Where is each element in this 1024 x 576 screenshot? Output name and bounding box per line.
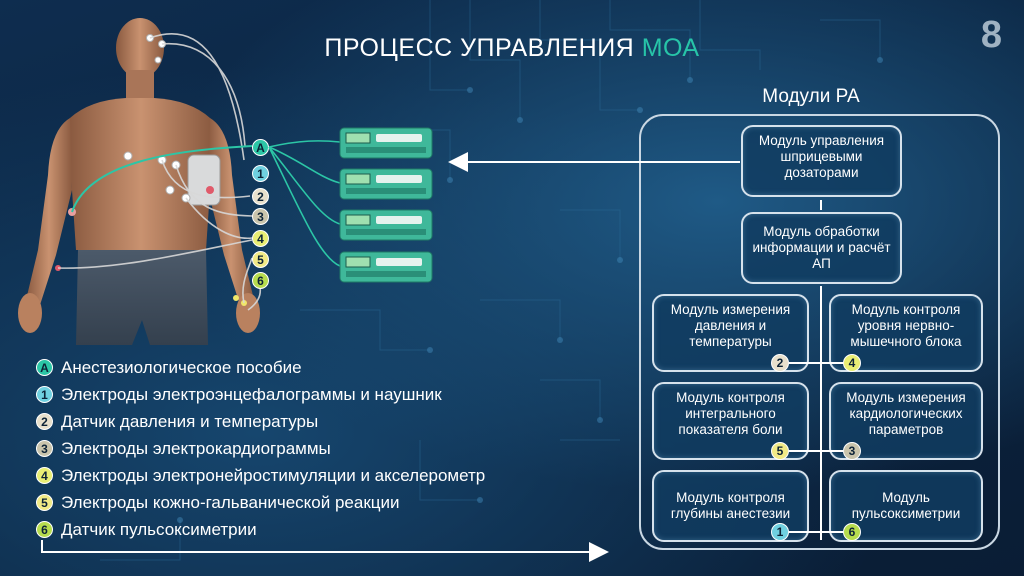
module-badge-1: 1 — [771, 523, 789, 541]
module-cardiology: Модуль измерения кардиологических параме… — [829, 382, 983, 460]
legend-text: Анестезиологическое пособие — [61, 357, 302, 377]
title-text: ПРОЦЕСС УПРАВЛЕНИЯ — [324, 34, 642, 62]
legend-badge: 1 — [36, 386, 53, 403]
legend-badge: 3 — [36, 440, 53, 457]
legend-item: 3 Электроды электрокардиограммы — [36, 435, 485, 462]
electrode-badge-6: 6 — [252, 272, 269, 289]
legend-badge: 5 — [36, 494, 53, 511]
modules-title: Модули РА — [762, 86, 860, 107]
module-label: Модуль измерения кардиологических параме… — [846, 390, 966, 437]
syringe-pump-icon — [339, 168, 433, 200]
module-badge-5: 5 — [771, 442, 789, 460]
title-accent: МОА — [641, 34, 700, 62]
electrode-badge-1: 1 — [252, 165, 269, 182]
module-label: Модуль пульсоксиметрии — [851, 490, 961, 521]
module-label: Модуль контроля уровня нервно-мышечного … — [850, 302, 962, 349]
module-label: Модуль контроля глубины анестезии — [670, 490, 791, 521]
modules-frame — [639, 114, 1000, 550]
syringe-pump-icon — [339, 209, 433, 241]
electrode-badge-2: 2 — [252, 188, 269, 205]
legend-item: 6 Датчик пульсоксиметрии — [36, 516, 485, 543]
slide-number: 8 — [980, 14, 1002, 56]
module-badge-3: 3 — [843, 442, 861, 460]
module-badge-6: 6 — [843, 523, 861, 541]
syringe-pump-icon — [339, 251, 433, 283]
legend-item: A Анестезиологическое пособие — [36, 354, 485, 381]
legend-text: Датчик давления и температуры — [61, 411, 319, 431]
legend-item: 5 Электроды кожно-гальванической реакции — [36, 489, 485, 516]
module-syringe-control: Модуль управления шприцевыми дозаторами — [741, 125, 902, 197]
legend-badge: 4 — [36, 467, 53, 484]
legend-text: Электроды кожно-гальванической реакции — [61, 492, 400, 512]
legend-badge: 2 — [36, 413, 53, 430]
arrow-to-modules — [41, 540, 609, 562]
legend-badge: 6 — [36, 521, 53, 538]
legend-text: Электроды электронейростимуляции и аксел… — [61, 465, 486, 485]
legend-item: 1 Электроды электроэнцефалограммы и наушн… — [36, 381, 485, 408]
electrode-badge-3: 3 — [252, 208, 269, 225]
module-badge-4: 4 — [843, 354, 861, 372]
module-label: Модуль измерения давления и температуры — [670, 302, 791, 349]
module-badge-2: 2 — [771, 354, 789, 372]
legend-item: 4 Электроды электронейростимуляции и аксе… — [36, 462, 485, 489]
module-data-processing: Модуль обработки информации и расчёт АП — [741, 212, 902, 284]
legend-text: Электроды электроэнцефалограммы и наушни… — [61, 384, 442, 404]
legend-badge: A — [36, 359, 53, 376]
legend-text: Датчик пульсоксиметрии — [61, 519, 257, 539]
syringe-pump-icon — [339, 127, 433, 159]
module-label: Модуль управления шприцевыми дозаторами — [758, 133, 885, 180]
module-label: Модуль контроля интегрального показателя… — [676, 390, 785, 437]
legend-item: 2 Датчик давления и температуры — [36, 408, 485, 435]
slide-title: ПРОЦЕСС УПРАВЛЕНИЯ МОА — [0, 34, 1024, 63]
legend-text: Электроды электрокардиограммы — [61, 438, 331, 458]
module-neuromuscular-block: Модуль контроля уровня нервно-мышечного … — [829, 294, 983, 372]
electrode-badge-4: 4 — [252, 230, 269, 247]
electrode-badge-5: 5 — [252, 251, 269, 268]
patient-figure — [18, 18, 262, 345]
module-label: Модуль обработки информации и расчёт АП — [752, 224, 891, 271]
